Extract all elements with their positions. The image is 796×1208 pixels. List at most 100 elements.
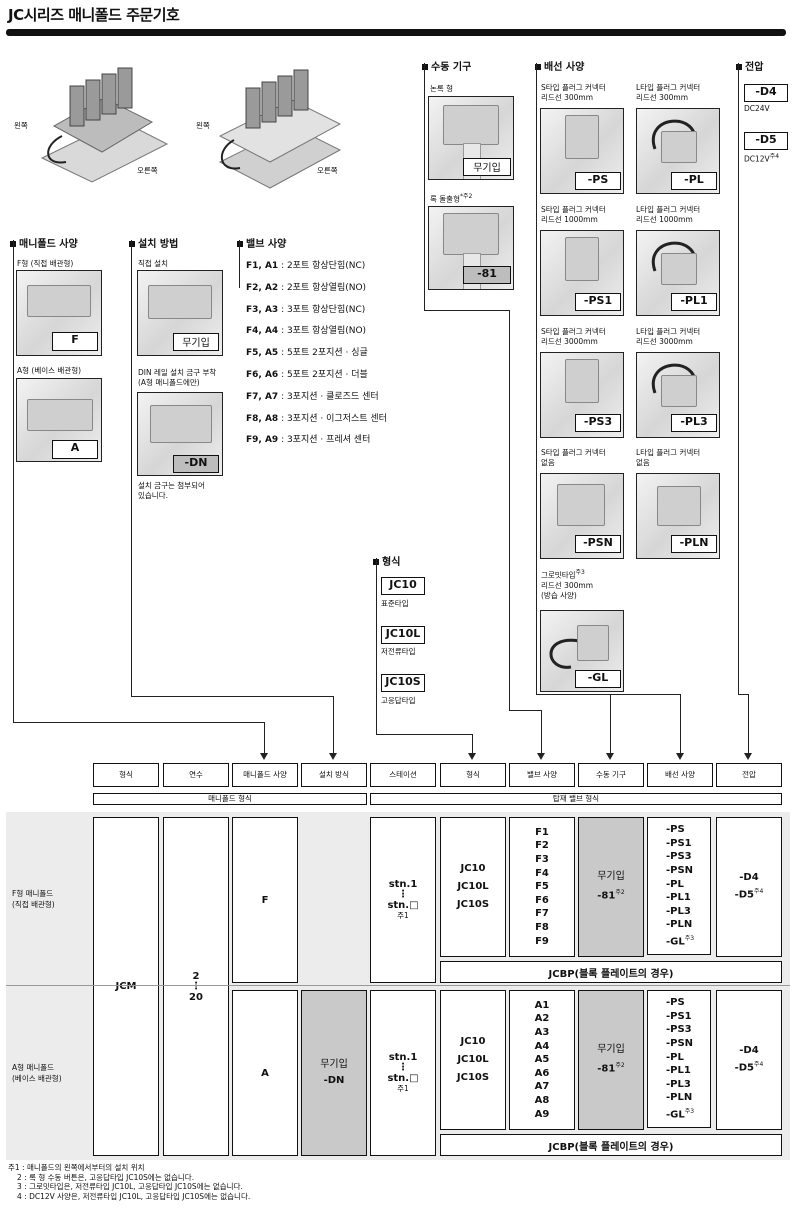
wiring-code-ps3: -PS3: [575, 414, 621, 432]
page-title: JC시리즈 매니폴드 주문기호: [8, 6, 180, 24]
cell-blank-plate-a: JCBP(블록 플레이트의 경우): [440, 1134, 782, 1156]
wiring-code-ps: -PS: [575, 172, 621, 190]
cell-stations: 2 ⋮ 20: [163, 817, 229, 1156]
title-underline: [6, 29, 786, 36]
photo-label-right-2: 오른쪽: [317, 166, 338, 175]
cell-mounting-a: 무기입 -DN: [301, 990, 367, 1156]
valve-spec-item: F1, A1 : 2포트 항상단힘(NC): [246, 261, 366, 271]
voltage-code-d5: -D5: [744, 132, 788, 150]
wiring-code-ps1: -PS1: [575, 293, 621, 311]
section-voltage-title: 전압: [736, 58, 763, 73]
mounting-direct-code: 무기입: [173, 333, 219, 351]
voltage-desc-d5: DC12V주4: [744, 153, 780, 164]
header-valve-model: 형식: [440, 763, 506, 787]
group-valve-type: 탑재 밸브 형식: [370, 793, 782, 805]
cell-blank-plate-f: JCBP(블록 플레이트의 경우): [440, 961, 782, 983]
manifold-code-a: A: [52, 440, 98, 459]
valve-spec-item: F8, A8 : 3포지션 · 이그저스트 센터: [246, 413, 387, 424]
cell-voltage-a: -D4 -D5주4: [716, 990, 782, 1130]
manifold-caption-f: F형 (직접 배관형): [17, 259, 74, 268]
manual-caption-2: 록 돌출형*주2: [430, 193, 473, 204]
cell-station-f: stn.1 ⋮ stn.□ 주1: [370, 817, 436, 983]
section-valve-title: 밸브 사양: [237, 235, 286, 250]
footnote-4: 4 : DC12V 사양은, 저전류타입 JC10L, 고응답타입 JC10S에…: [17, 1191, 251, 1201]
voltage-desc-d4: DC24V: [744, 104, 770, 113]
manual-code-2: -81: [463, 266, 511, 284]
cell-station-a: stn.1 ⋮ stn.□ 주1: [370, 990, 436, 1156]
section-manual-title: 수동 기구: [422, 58, 471, 73]
manifold-caption-a: A형 (베이스 배관형): [17, 366, 82, 375]
manual-code-1: 무기입: [463, 158, 511, 176]
photo-label-left: 왼쪽: [14, 121, 28, 130]
section-mounting-title: 설치 방법: [129, 235, 178, 250]
header-station: 스테이션: [370, 763, 436, 787]
header-voltage: 전압: [716, 763, 782, 787]
wiring-code-pl3: -PL3: [671, 414, 717, 432]
valve-spec-item: F2, A2 : 2포트 항상열림(NO): [246, 282, 367, 293]
valve-spec-item: F3, A3 : 3포트 항상단힘(NC): [246, 304, 366, 315]
valve-spec-item: F6, A6 : 5포트 2포지션 · 더블: [246, 369, 368, 380]
section-wiring-title: 배선 사양: [535, 58, 584, 73]
valve-spec-item: F4, A4 : 3포트 항상열림(NO): [246, 326, 367, 337]
mounting-direct-caption: 직접 설치: [138, 259, 168, 268]
mounting-din-caption: DIN 레일 설치 금구 부착(A형 매니폴드에만): [138, 368, 217, 387]
footnote-2: 2 : 록 형 수동 버튼은, 고응답타입 JC10S에는 없습니다.: [17, 1172, 195, 1182]
header-model: 형식: [93, 763, 159, 787]
model-desc-jc10s: 고응답타입: [381, 696, 416, 705]
photo-label-right: 오른쪽: [137, 166, 158, 175]
valve-spec-item: F5, A5 : 5포트 2포지션 · 싱글: [246, 348, 368, 359]
model-code-jc10: JC10: [381, 577, 425, 595]
wiring-code-pl1: -PL1: [671, 293, 717, 311]
cell-valve-model-f: JC10 JC10L JC10S: [440, 817, 506, 957]
header-manual: 수동 기구: [578, 763, 644, 787]
section-model-title: 형식: [373, 553, 400, 568]
product-photo-f: [32, 66, 172, 186]
row-label-a: A형 매니폴드(베이스 배관형): [12, 1063, 62, 1083]
footnote-1: 주1 : 매니폴드의 왼쪽에서부터의 설치 위치: [8, 1163, 145, 1172]
product-photo-a: [212, 66, 342, 190]
wiring-code-psn: -PSN: [575, 535, 621, 553]
footnotes: 주1 : 매니폴드의 왼쪽에서부터의 설치 위치 2 : 록 형 수동 버튼은,…: [8, 1163, 250, 1201]
manifold-photo-a: [16, 378, 102, 462]
section-manifold-title: 매니폴드 사양: [10, 235, 78, 250]
cell-wiring-f: -PS-PS1-PS3 -PSN-PL-PL1 -PL3-PLN -GL주3: [647, 817, 711, 955]
model-code-jc10s: JC10S: [381, 674, 425, 692]
cell-voltage-f: -D4 -D5주4: [716, 817, 782, 957]
manifold-code-f: F: [52, 332, 98, 351]
wiring-label-gl: 그로밋타입주3 리드선 300mm (방습 사양): [541, 569, 594, 600]
model-desc-jc10: 표준타입: [381, 599, 409, 608]
row-label-f: F형 매니폴드(직접 배관형): [12, 889, 55, 909]
cell-manual-a: 무기입 -81주2: [578, 990, 644, 1130]
cell-manifold-f: F: [232, 817, 298, 983]
header-mounting: 설치 방식: [301, 763, 367, 787]
footnote-3: 3 : 그로밋타입은, 저전류타입 JC10L, 고응답타입 JC10S에는 없…: [17, 1182, 243, 1191]
header-wiring: 배선 사양: [647, 763, 713, 787]
model-code-jc10l: JC10L: [381, 626, 425, 644]
cell-valve-model-a: JC10 JC10L JC10S: [440, 990, 506, 1130]
wiring-code-pln: -PLN: [671, 535, 717, 553]
header-valve-spec: 밸브 사양: [509, 763, 575, 787]
valve-spec-list: F1, A1 : 2포트 항상단힘(NC) F2, A2 : 2포트 항상열림(…: [246, 256, 387, 452]
valve-spec-item: F7, A7 : 3포지션 · 클로즈드 센터: [246, 391, 379, 402]
voltage-code-d4: -D4: [744, 84, 788, 102]
header-stations: 연수: [163, 763, 229, 787]
header-manifold: 매니폴드 사양: [232, 763, 298, 787]
wiring-code-gl: -GL: [575, 670, 621, 688]
manual-caption-1: 논록 형: [430, 84, 454, 93]
cell-manual-f: 무기입 -81주2: [578, 817, 644, 957]
wiring-code-pl: -PL: [671, 172, 717, 190]
row-divider: [6, 985, 790, 986]
group-manifold-type: 매니폴드 형식: [93, 793, 367, 805]
cell-model: JCM: [93, 817, 159, 1156]
valve-spec-item: F9, A9 : 3포지션 · 프레셔 센터: [246, 435, 371, 446]
